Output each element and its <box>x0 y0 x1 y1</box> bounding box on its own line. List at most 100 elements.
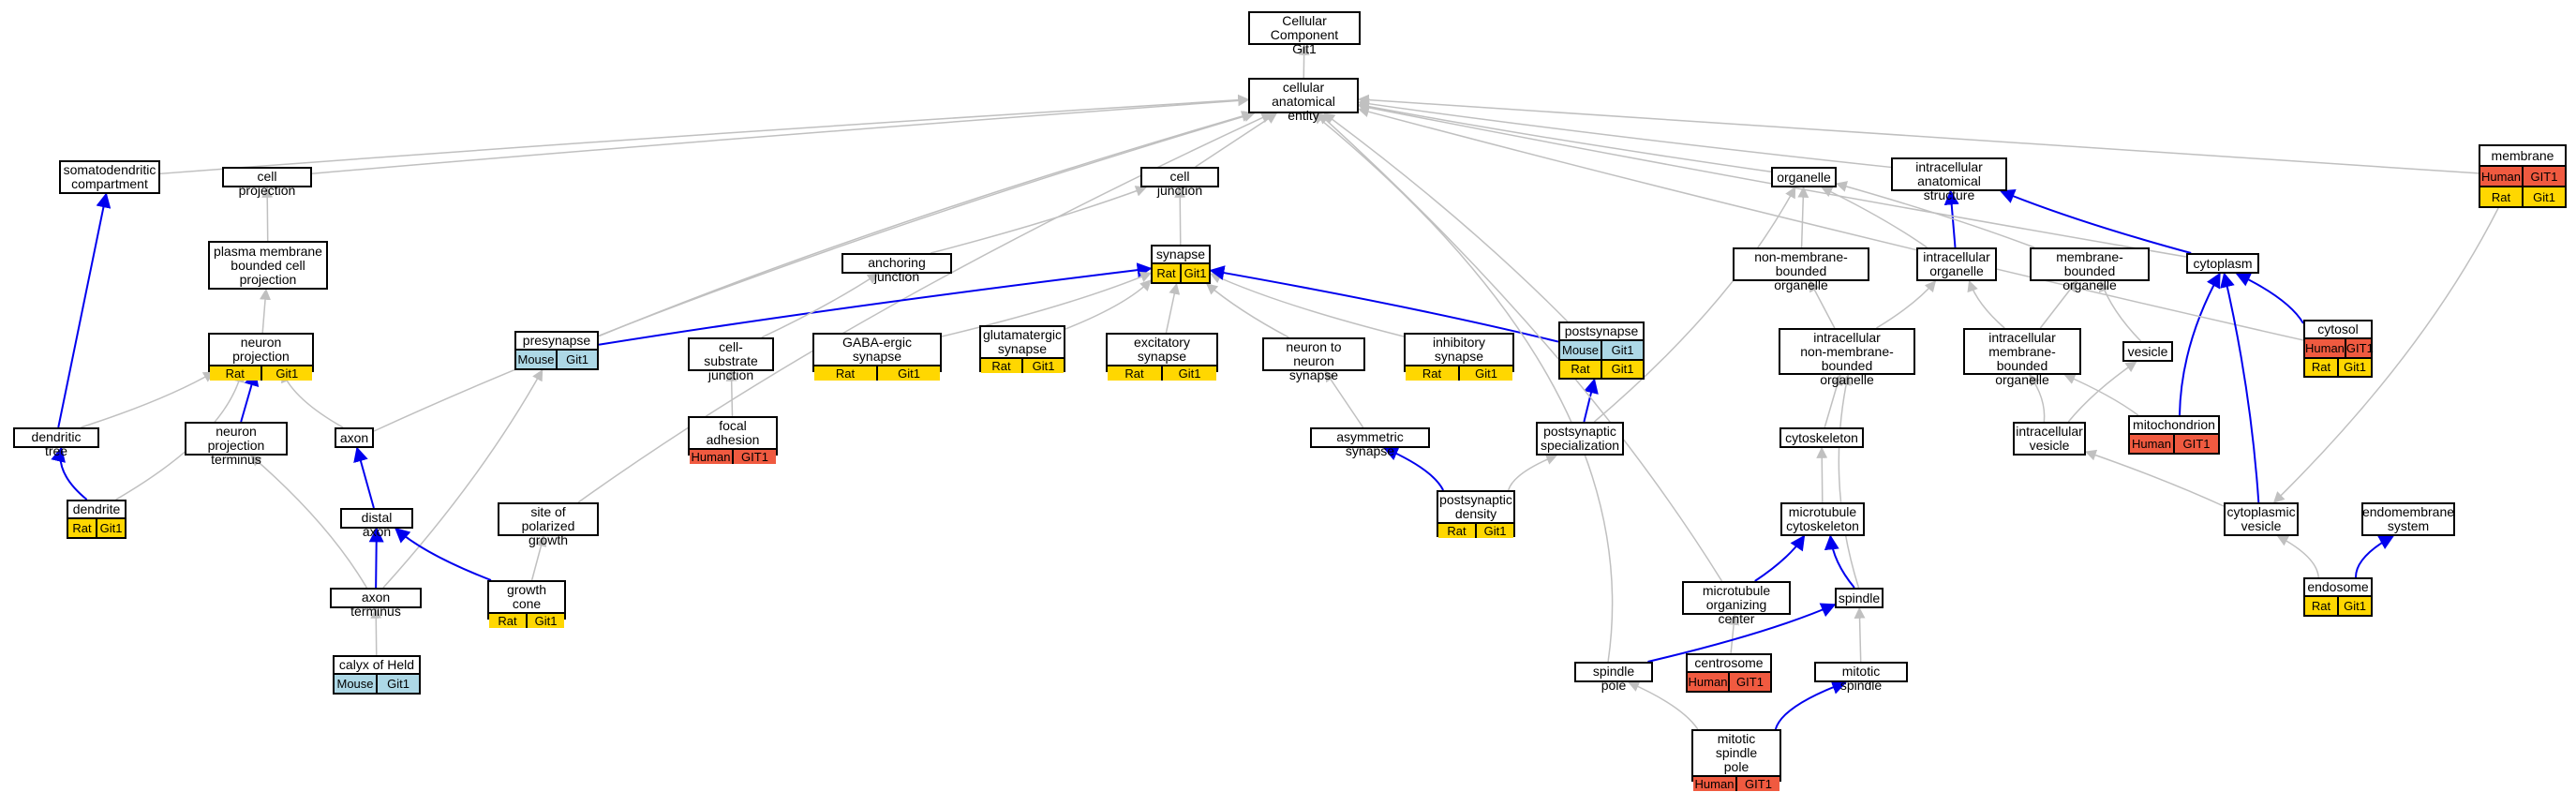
node-cae[interactable]: cellular anatomical entity <box>1248 78 1359 123</box>
edge-cellproj-to-cae <box>311 95 1250 174</box>
node-spole[interactable]: spindle pole <box>1574 662 1653 693</box>
edge-presyn-to-cae <box>598 111 1254 337</box>
node-label: neuron projection terminus <box>207 424 265 467</box>
gene-cell: Git1 <box>260 366 313 381</box>
annotation-row: Rat Git1 <box>1153 262 1209 282</box>
node-label: growth cone <box>506 582 547 611</box>
species-cell: Rat <box>1124 366 1144 381</box>
edge-axon-to-cae <box>373 111 1256 432</box>
node-vesicle[interactable]: vesicle <box>2122 341 2173 362</box>
node-label: cytoplasmic vesicle <box>2226 504 2296 533</box>
node-ias[interactable]: intracellular anatomical structure <box>1891 157 2007 202</box>
edge-intves-to-vesicle <box>2067 361 2137 423</box>
node-label: organelle <box>1777 169 1831 185</box>
edge-dendtree-to-neuronproj <box>81 371 216 428</box>
node-soma[interactable]: somatodendritic compartment <box>59 160 160 194</box>
node-npterm[interactable]: neuron projection terminus <box>185 422 288 467</box>
edge-imbo-to-intorg <box>1967 279 2005 329</box>
node-intorg[interactable]: intracellular organelle <box>1916 247 1997 281</box>
node-spindle[interactable]: spindle <box>1835 588 1884 608</box>
node-label: intracellular organelle <box>1923 249 1990 278</box>
node-cytoskel[interactable]: cytoskeleton <box>1779 427 1864 448</box>
node-n2n[interactable]: neuron to neuron synapse <box>1262 337 1365 382</box>
species-cell: Rat <box>991 359 1011 373</box>
node-axon[interactable]: axon <box>335 427 374 448</box>
edge-ias-to-cae <box>1357 97 1892 169</box>
edge-vesicle-to-mbo <box>2098 279 2142 342</box>
edge-gaba-to-synapse <box>941 271 1153 337</box>
edge-cytoves-to-intves <box>2084 449 2225 507</box>
node-mtcyto[interactable]: microtubule cytoskeleton <box>1780 502 1865 536</box>
edge-membrane-to-cytoves <box>2272 207 2499 503</box>
node-nmbo[interactable]: non-membrane-bounded organelle <box>1733 247 1869 292</box>
node-label: non-membrane-bounded organelle <box>1754 249 1848 292</box>
node-endomem[interactable]: endomembrane system <box>2361 502 2455 536</box>
node-axonterm[interactable]: axon terminus <box>330 588 422 619</box>
node-dendtree[interactable]: dendritic tree <box>13 427 99 458</box>
node-csjunc[interactable]: cell-substrate junction <box>688 337 774 382</box>
edge-postspec-to-postsyn <box>1583 378 1599 423</box>
edge-growthcone-to-distalaxon <box>395 527 492 581</box>
node-intves[interactable]: intracellular vesicle <box>2013 422 2086 456</box>
edge-spindle-to-mtcyto <box>1824 534 1855 589</box>
node-label: excitatory synapse <box>1134 335 1190 364</box>
species-cell: Rat <box>72 521 92 535</box>
node-label: vesicle <box>2127 343 2168 359</box>
gene-cell: Git1 <box>1180 264 1209 282</box>
node-label: synapse <box>1155 247 1206 262</box>
node-celljunc[interactable]: cell junction <box>1140 167 1219 198</box>
node-label: intracellular vesicle <box>2016 424 2083 453</box>
node-mbo[interactable]: membrane-bounded organelle <box>2030 247 2150 292</box>
node-mitspin[interactable]: mitotic spindle <box>1814 662 1908 693</box>
edge-postspec-to-organelle <box>1593 186 1796 423</box>
node-label: spindle <box>1838 590 1881 605</box>
edge-growthcone-to-spg <box>530 534 547 581</box>
edge-cytoplasm-to-ias <box>1999 188 2192 254</box>
node-pmbcp[interactable]: plasma membrane bounded cell projection <box>208 241 328 290</box>
node-root[interactable]: Cellular Component Git1 <box>1248 11 1361 56</box>
node-cytoves[interactable]: cytoplasmic vesicle <box>2224 502 2299 536</box>
edge-cytosol-to-cae <box>1357 106 2304 341</box>
edge-cytoplasm-to-cae <box>1357 101 2187 258</box>
node-cellproj[interactable]: cell projection <box>222 167 312 198</box>
node-distalaxon[interactable]: distal axon <box>340 508 413 539</box>
node-organelle[interactable]: organelle <box>1771 167 1837 187</box>
node-spg[interactable]: site of polarized growth <box>498 502 599 547</box>
node-imbo[interactable]: intracellular membrane-bounded organelle <box>1963 328 2081 387</box>
node-postspec[interactable]: postsynaptic specialization <box>1536 422 1624 456</box>
edge-dendtree-to-soma <box>57 192 112 428</box>
edge-endosome-to-endomem <box>2354 535 2395 578</box>
edge-nmbo-to-organelle <box>1797 186 1809 248</box>
species-cell: Rat <box>1156 266 1176 280</box>
edge-asym-to-n2n <box>1324 370 1364 428</box>
node-asym[interactable]: asymmetric synapse <box>1310 427 1430 458</box>
gene-cell: Git1 <box>1601 360 1643 378</box>
node-inmbo[interactable]: intracellular non-membrane-bounded organ… <box>1779 328 1915 387</box>
node-cytoplasm[interactable]: cytoplasm <box>2186 253 2259 274</box>
node-mtoc[interactable]: microtubule organizing center <box>1682 581 1791 626</box>
species-cell: Human <box>2481 169 2521 184</box>
node-anchjunc[interactable]: anchoring junction <box>841 253 952 284</box>
